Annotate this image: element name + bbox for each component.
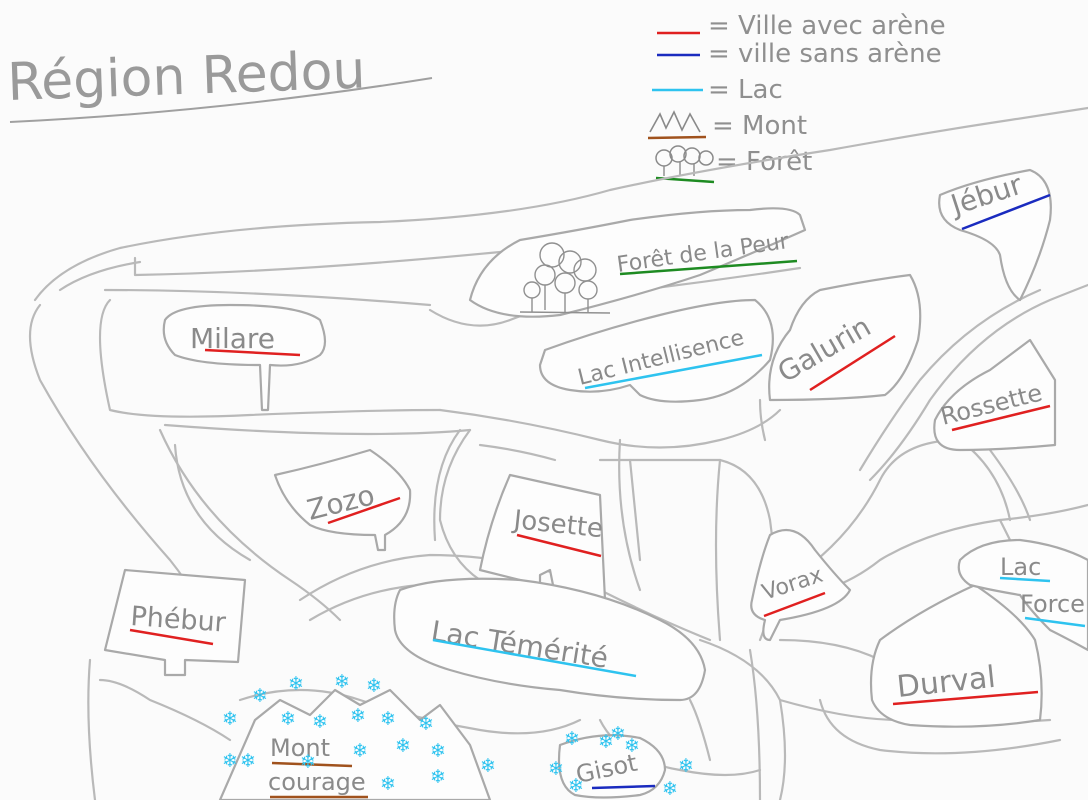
label-lac-force-2: Force [1020, 590, 1085, 618]
snowflake-icon: ❄ [312, 711, 328, 733]
label-milare: Milare [190, 322, 275, 355]
milare-outline [162, 303, 327, 412]
snowflake-icon: ❄ [678, 755, 694, 777]
snowflake-icon: ❄ [222, 708, 238, 730]
forest-area [468, 207, 807, 318]
label-mont-courage-2: courage [268, 768, 366, 796]
areas [103, 168, 1088, 800]
lac-temerite-outline [393, 577, 707, 702]
snowflake-icon: ❄ [380, 773, 396, 795]
gisot-outline [557, 734, 667, 799]
label-mont-courage-1: Mont [270, 734, 330, 762]
snowflake-icon: ❄ [380, 708, 396, 730]
snowflake-icon: ❄ [662, 778, 678, 800]
snowflake-icon: ❄ [430, 766, 446, 788]
lac-intellisence-outline [538, 298, 774, 403]
label-lac-force-1: Lac [1000, 553, 1041, 581]
snowflake-icon: ❄ [548, 758, 564, 780]
snowflake-icon: ❄ [280, 708, 296, 730]
snowflake-icon: ❄ [395, 735, 411, 757]
snowflake-icon: ❄ [352, 740, 368, 762]
legend-forest: = Forêt [716, 147, 812, 177]
legend-mountain: = Mont [712, 111, 807, 141]
forest-icon [655, 145, 715, 184]
snowflake-icon: ❄ [418, 713, 434, 735]
forest-trees-icon [519, 242, 611, 314]
snowflake-icon: ❄ [288, 673, 304, 695]
galurin-outline [768, 273, 922, 402]
snowflake-icon: ❄ [430, 740, 446, 762]
snowflake-icon: ❄ [252, 685, 268, 707]
snowflake-icon: ❄ [222, 750, 238, 772]
page-title: Région Redou [6, 41, 366, 113]
legend: = Ville avec arène = ville sans arène = … [647, 11, 946, 184]
legend-lake: = Lac [708, 75, 783, 105]
snowflake-icon: ❄ [624, 735, 640, 757]
mountain-icon [647, 110, 707, 140]
snowflake-icon: ❄ [334, 671, 350, 693]
legend-city-with-arena: = Ville avec arène [708, 11, 946, 41]
phebur-outline [103, 568, 247, 677]
snowflake-icon: ❄ [610, 723, 626, 745]
snowflake-icon: ❄ [564, 728, 580, 750]
legend-city-without-arena: = ville sans arène [708, 39, 942, 69]
zozo-outline [273, 448, 412, 552]
mont-courage-outline [218, 688, 492, 800]
durval-outline [869, 583, 1043, 728]
snowflake-icon: ❄ [240, 750, 256, 772]
snowflake-icon: ❄ [598, 731, 614, 753]
rossette-outline [933, 338, 1057, 452]
snowflake-icon: ❄ [300, 751, 316, 773]
snowflake-icon: ❄ [366, 675, 382, 697]
jebur-outline [938, 168, 1052, 302]
snowflake-icon: ❄ [350, 705, 366, 727]
snowflake-icon: ❄ [480, 755, 496, 777]
snowflake-icon: ❄ [568, 775, 584, 797]
snowflakes: ❄❄❄❄❄❄❄❄❄❄❄❄❄❄❄❄❄❄❄❄❄❄❄❄❄❄❄ [222, 671, 694, 800]
map-title: Région Redou [6, 41, 433, 123]
